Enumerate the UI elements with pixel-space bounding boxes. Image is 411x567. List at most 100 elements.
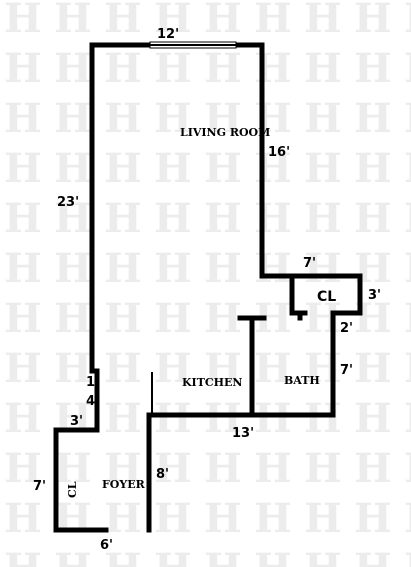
watermark-letter: H bbox=[4, 445, 42, 492]
dim-foyer-left: 7' bbox=[33, 479, 46, 494]
living-room-label: LIVING ROOM bbox=[180, 126, 270, 139]
watermark-letter: H bbox=[354, 545, 392, 567]
watermark-letter: H bbox=[54, 445, 92, 492]
watermark-letter: H bbox=[354, 345, 392, 392]
watermark-letter: H bbox=[304, 45, 342, 92]
watermark-letter: H bbox=[154, 545, 192, 567]
watermark-letter: H bbox=[204, 245, 242, 292]
watermark-letter: H bbox=[354, 445, 392, 492]
watermark-letter: H bbox=[4, 495, 42, 542]
watermark-letter: H bbox=[404, 145, 411, 192]
watermark-letter: H bbox=[54, 0, 92, 42]
watermark-letter: H bbox=[404, 395, 411, 442]
dim-jog-1: 1' bbox=[86, 375, 99, 390]
watermark-letter: H bbox=[254, 545, 292, 567]
watermark-letter: H bbox=[304, 0, 342, 42]
watermark-letter: H bbox=[254, 495, 292, 542]
watermark-letter: H bbox=[104, 495, 142, 542]
watermark-letter: H bbox=[4, 195, 42, 242]
watermark-letter: H bbox=[304, 395, 342, 442]
watermark-letter: H bbox=[54, 495, 92, 542]
watermark-letter: H bbox=[204, 545, 242, 567]
watermark-letter: H bbox=[104, 245, 142, 292]
watermark-letter: H bbox=[4, 295, 42, 342]
watermark-letter: H bbox=[204, 0, 242, 42]
watermark-letter: H bbox=[354, 95, 392, 142]
dim-foyer-bottom: 6' bbox=[100, 538, 113, 553]
closet-foyer-label: CL bbox=[66, 481, 79, 498]
watermark-letter: H bbox=[304, 195, 342, 242]
watermark-letter: H bbox=[404, 345, 411, 392]
watermark-letter: H bbox=[304, 545, 342, 567]
watermark-letter: H bbox=[404, 495, 411, 542]
watermark-letter: H bbox=[154, 45, 192, 92]
dim-closet-depth: 3' bbox=[368, 288, 381, 303]
watermark-letter: H bbox=[4, 345, 42, 392]
watermark-letter: H bbox=[204, 295, 242, 342]
watermark-letter: H bbox=[304, 145, 342, 192]
dim-living-width: 12' bbox=[157, 27, 179, 42]
watermark-letter: H bbox=[54, 245, 92, 292]
watermark-letter: H bbox=[154, 495, 192, 542]
watermark-letter: H bbox=[154, 395, 192, 442]
dim-jog-4: 4' bbox=[86, 394, 99, 409]
dim-closet-width: 7' bbox=[303, 256, 316, 271]
watermark-letter: H bbox=[4, 145, 42, 192]
watermark-letter: H bbox=[104, 0, 142, 42]
watermark-letter: H bbox=[204, 95, 242, 142]
watermark-letter: H bbox=[54, 545, 92, 567]
dim-foyer-top: 3' bbox=[70, 414, 83, 429]
left-jog-wall bbox=[53, 368, 109, 533]
watermark-letter: H bbox=[404, 245, 411, 292]
watermark-letter: H bbox=[154, 95, 192, 142]
watermark-letter: H bbox=[154, 145, 192, 192]
watermark-letter: H bbox=[304, 245, 342, 292]
watermark-letter: H bbox=[354, 45, 392, 92]
watermark-letter: H bbox=[354, 145, 392, 192]
watermark-letter: H bbox=[204, 45, 242, 92]
watermark-letter: H bbox=[54, 145, 92, 192]
watermark-letter: H bbox=[404, 195, 411, 242]
watermark-letter: H bbox=[354, 195, 392, 242]
watermark-letter: H bbox=[254, 345, 292, 392]
watermark-letter: H bbox=[304, 445, 342, 492]
bath-label: BATH bbox=[284, 374, 320, 387]
watermark-letter: H bbox=[4, 395, 42, 442]
watermark-letter: H bbox=[54, 95, 92, 142]
watermark-letter: H bbox=[204, 495, 242, 542]
watermark-letter: H bbox=[154, 0, 192, 42]
watermark-letter: H bbox=[154, 195, 192, 242]
watermark-letter: H bbox=[154, 445, 192, 492]
dim-bath-jog: 2' bbox=[340, 321, 353, 336]
watermark-letter: H bbox=[104, 445, 142, 492]
watermark-letter: H bbox=[104, 45, 142, 92]
watermark-letter: H bbox=[104, 395, 142, 442]
watermark-letter: H bbox=[54, 345, 92, 392]
watermark-letter: H bbox=[354, 0, 392, 42]
watermark-letter: H bbox=[4, 0, 42, 42]
watermark-letter: H bbox=[354, 495, 392, 542]
watermark-letter: H bbox=[104, 545, 142, 567]
watermark-letter: H bbox=[54, 395, 92, 442]
dim-foyer-right: 8' bbox=[156, 467, 169, 482]
watermark-letter: H bbox=[204, 345, 242, 392]
watermark-letter: H bbox=[254, 395, 292, 442]
watermark-letter: H bbox=[54, 295, 92, 342]
dim-living-right: 16' bbox=[268, 145, 290, 160]
watermark-letter: H bbox=[404, 295, 411, 342]
watermark-letter: H bbox=[104, 295, 142, 342]
watermark-letter: H bbox=[104, 345, 142, 392]
watermark-letter: H bbox=[4, 245, 42, 292]
watermark-letter: H bbox=[404, 95, 411, 142]
watermark-letter: H bbox=[204, 145, 242, 192]
watermark-letter: H bbox=[54, 195, 92, 242]
watermark-letter: H bbox=[304, 95, 342, 142]
watermark-letter: H bbox=[204, 195, 242, 242]
watermark-letter: H bbox=[254, 0, 292, 42]
watermark-letter: H bbox=[104, 145, 142, 192]
watermark-letter: H bbox=[354, 395, 392, 442]
watermark-letter: H bbox=[54, 45, 92, 92]
watermark-letter: H bbox=[204, 395, 242, 442]
watermark-letter: H bbox=[404, 545, 411, 567]
